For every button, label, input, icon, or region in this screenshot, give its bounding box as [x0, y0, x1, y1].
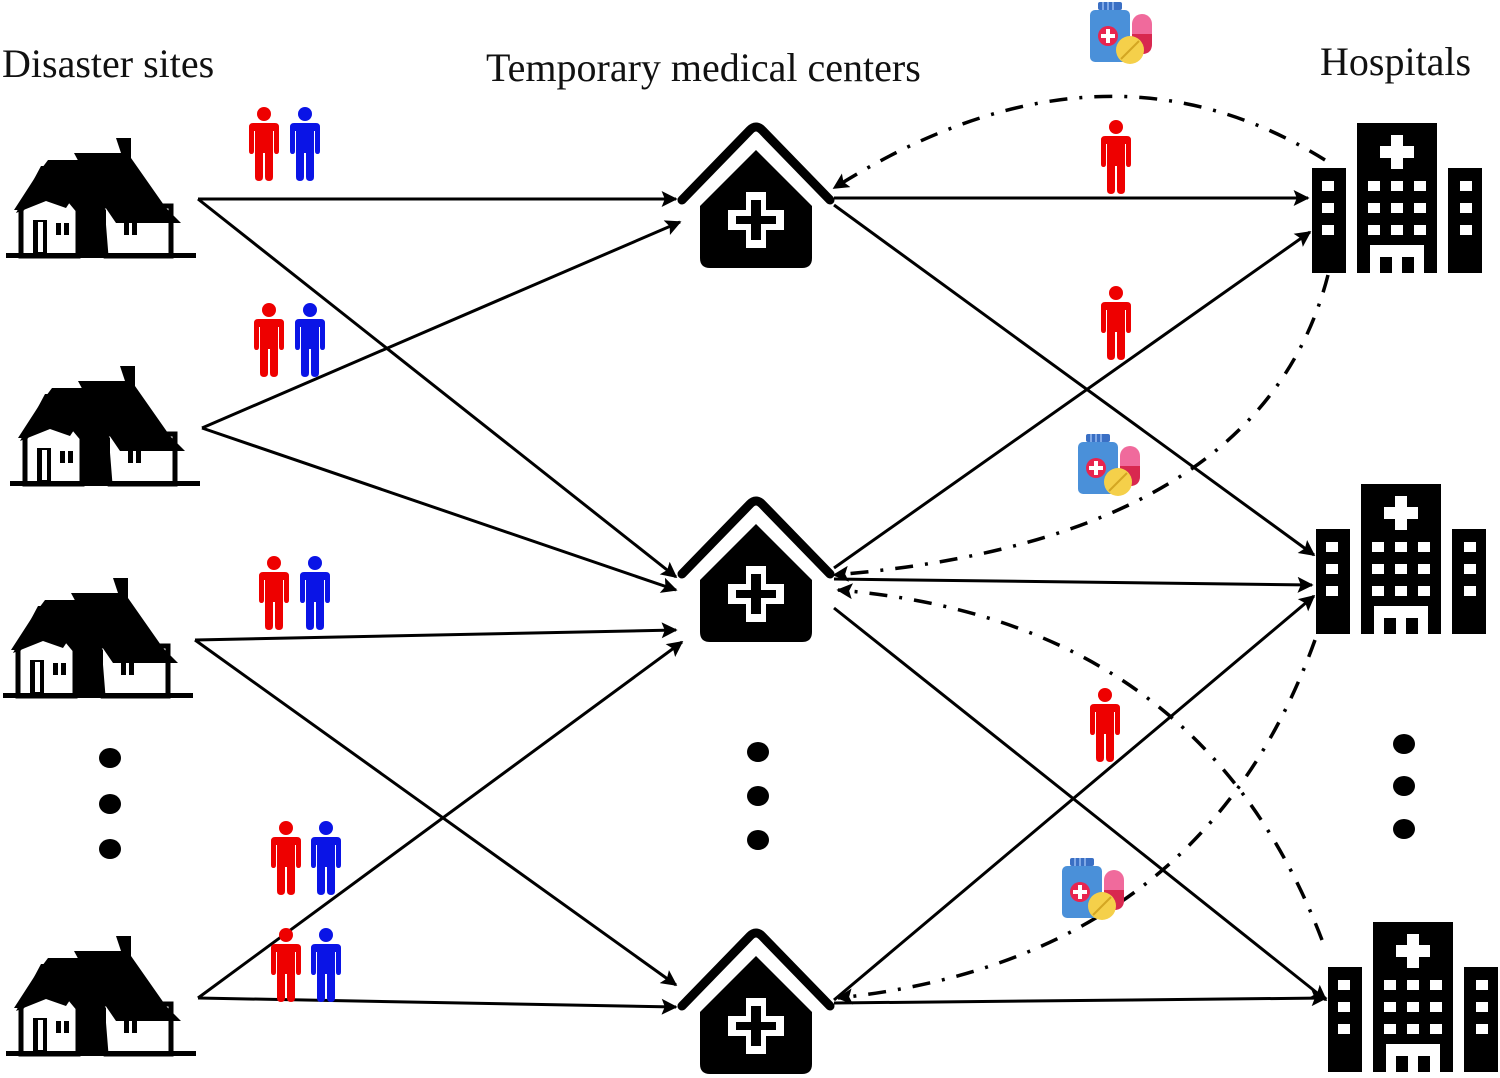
person-pair-icon	[254, 303, 325, 377]
edge-t2-h3	[833, 606, 1328, 1002]
house-icon	[6, 936, 196, 1056]
person-pair-icon	[249, 107, 320, 181]
edge-s4-t2	[197, 640, 684, 1000]
person-blue-icon	[300, 556, 330, 630]
hospital-icon	[1316, 484, 1486, 634]
person-red-icon	[1090, 688, 1120, 762]
person-red-icon	[271, 928, 301, 1002]
edge-s2-t2	[201, 426, 678, 593]
supply-edge-h1-t2	[832, 274, 1330, 582]
person-red-icon	[249, 107, 279, 181]
edge-t2-h2	[833, 576, 1314, 593]
person-blue-icon	[311, 928, 341, 1002]
person-pair-icon	[271, 928, 341, 1002]
edges-supply-hospitals-to-tmc	[832, 94, 1330, 1005]
edge-t3-h2	[833, 594, 1316, 1002]
person-red-icon	[271, 821, 301, 895]
edge-s4-t3	[197, 996, 678, 1015]
person-blue-icon	[311, 821, 341, 895]
edge-s3-t3	[194, 638, 678, 987]
edge-t2-h1	[833, 230, 1312, 570]
supply-edge-h3-t2	[836, 583, 1324, 941]
disaster-sites-title: Disaster sites	[2, 41, 215, 86]
person-red-icon	[1101, 286, 1131, 360]
edges-tmc-to-hospitals	[833, 190, 1328, 1007]
person-red-icon	[1101, 120, 1131, 194]
person-red-icon	[259, 556, 289, 630]
hospital-icon	[1312, 123, 1482, 273]
person-red-icon	[254, 303, 284, 377]
temporary-medical-centers-title: Temporary medical centers	[486, 45, 921, 90]
supply-edge-h2-t3	[836, 639, 1317, 1005]
medical-tent-icon	[682, 127, 830, 268]
person-pair-icon	[259, 556, 330, 630]
medicine-kit-icon	[1089, 2, 1153, 65]
ellipsis-icon	[747, 742, 769, 850]
ellipsis-icon	[1393, 734, 1415, 839]
edges-sites-to-tmc	[194, 191, 684, 1015]
edge-s3-t2	[194, 622, 678, 642]
hospitals-title: Hospitals	[1320, 39, 1472, 84]
edge-t1-h2	[833, 203, 1316, 557]
edge-t3-h3	[833, 990, 1328, 1007]
medicine-kit-icon	[1061, 858, 1125, 921]
person-blue-icon	[290, 107, 320, 181]
edge-s2-t1	[201, 220, 682, 430]
supply-edge-h1-t1	[832, 94, 1326, 190]
person-blue-icon	[295, 303, 325, 377]
medicine-kit-icon	[1077, 434, 1141, 497]
medical-tent-icon	[682, 501, 830, 642]
house-icon	[10, 366, 200, 486]
ellipsis-icon	[99, 748, 121, 859]
house-icon	[3, 578, 193, 698]
medical-tent-icon	[682, 933, 830, 1074]
edge-s1-t2	[197, 197, 678, 579]
person-pair-icon	[271, 821, 341, 895]
house-icon	[6, 138, 196, 258]
hospital-icon	[1328, 922, 1498, 1072]
